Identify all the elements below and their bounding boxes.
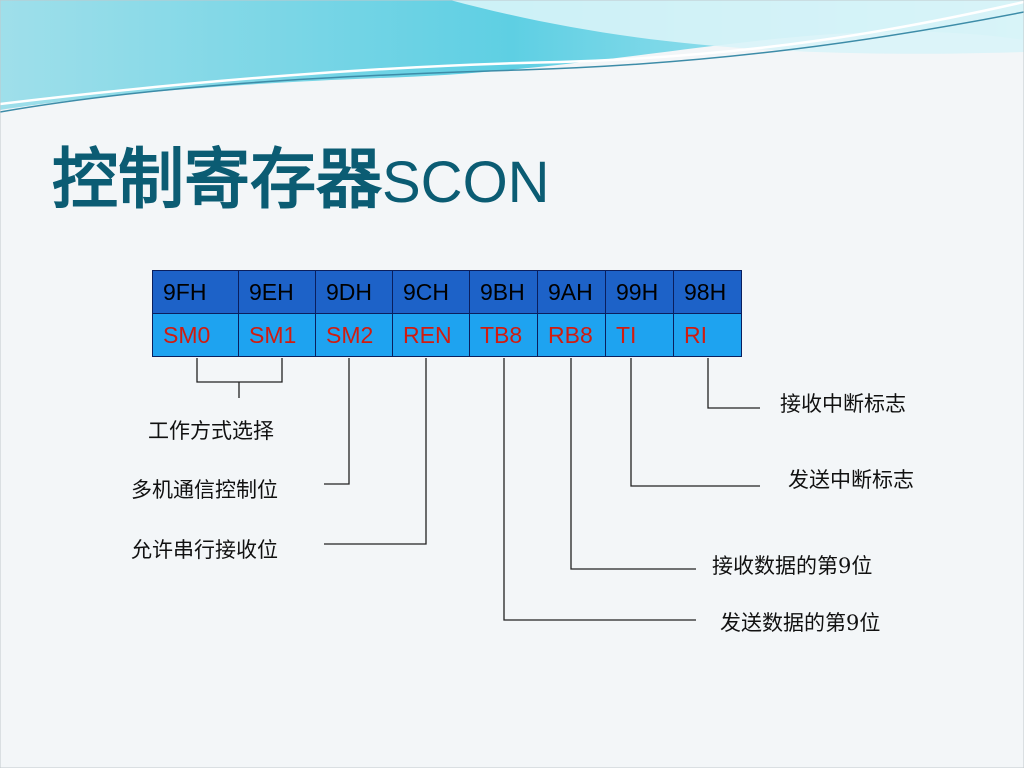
bit-cell-ri: RI <box>673 313 742 357</box>
address-cell: 99H <box>605 270 674 314</box>
connector-ri <box>707 358 760 409</box>
address-cell: 9CH <box>392 270 470 314</box>
address-cell: 9EH <box>238 270 316 314</box>
label-send-int-flag: 发送中断标志 <box>788 468 914 492</box>
address-cell: 9FH <box>152 270 239 314</box>
bit-cell-sm1: SM1 <box>238 313 316 357</box>
connector-ti <box>630 358 760 487</box>
connector-sm0-sm1 <box>196 358 283 398</box>
connector-tb8 <box>503 358 696 621</box>
bit-address-row: 9FH 9EH 9DH 9CH 9BH 9AH 99H 98H <box>152 270 742 314</box>
title-english: SCON <box>382 150 550 215</box>
scon-register-table: 9FH 9EH 9DH 9CH 9BH 9AH 99H 98H SM0 SM1 … <box>152 270 742 357</box>
address-cell: 98H <box>673 270 742 314</box>
label-serial-recv-enable: 允许串行接收位 <box>131 538 278 562</box>
label-recv-int-flag: 接收中断标志 <box>780 392 906 416</box>
bit-cell-ren: REN <box>392 313 470 357</box>
bit-name-row: SM0 SM1 SM2 REN TB8 RB8 TI RI <box>152 313 742 357</box>
connector-ren <box>324 358 427 545</box>
address-cell: 9AH <box>537 270 606 314</box>
bit-cell-tb8: TB8 <box>469 313 538 357</box>
bit-cell-ti: TI <box>605 313 674 357</box>
title-chinese: 控制寄存器 <box>52 141 382 218</box>
address-cell: 9BH <box>469 270 538 314</box>
connector-sm2 <box>324 358 350 485</box>
bit-cell-sm0: SM0 <box>152 313 239 357</box>
bit-cell-sm2: SM2 <box>315 313 393 357</box>
address-cell: 9DH <box>315 270 393 314</box>
label-send-bit9: 发送数据的第9位 <box>720 611 881 635</box>
connector-rb8 <box>570 358 696 570</box>
label-multi-comm: 多机通信控制位 <box>131 478 278 502</box>
label-mode-select: 工作方式选择 <box>148 419 274 443</box>
page-title: 控制寄存器SCON <box>52 132 550 228</box>
label-recv-bit9: 接收数据的第9位 <box>712 554 873 578</box>
